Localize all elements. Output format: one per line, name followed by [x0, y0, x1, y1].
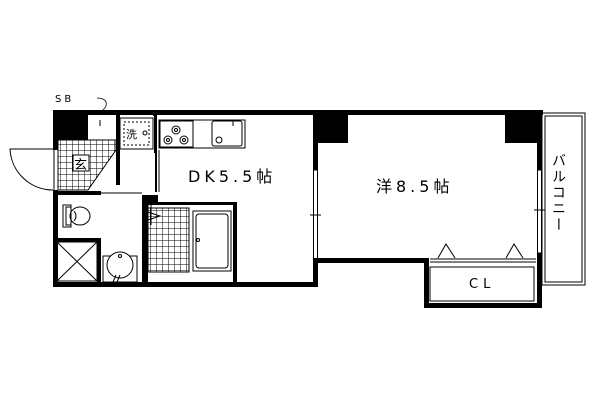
kitchen-counter: [158, 119, 246, 149]
toilet: [62, 204, 91, 228]
entrance-label: 玄: [74, 158, 87, 173]
kitchen-sink: [211, 120, 243, 147]
closet-label: CL: [469, 277, 495, 292]
window-dk: [310, 169, 321, 261]
shower-box: [56, 241, 98, 282]
washer-label: 洗: [126, 128, 137, 141]
entrance-tile: [57, 139, 117, 191]
balcony: [541, 112, 586, 286]
shoe-box-label: SB: [55, 94, 74, 105]
interior-walls: [53, 113, 237, 285]
washer-space: [119, 117, 154, 150]
bathroom: [147, 205, 232, 273]
closet-doors[interactable]: [429, 243, 536, 302]
washbasin: [102, 251, 138, 283]
balcony-label: バルコニー: [550, 153, 566, 233]
shoe-box: [88, 97, 116, 143]
window-bedroom: [534, 169, 545, 254]
outer-walls: [53, 110, 543, 308]
dk-room-label: DK5.5帖: [188, 167, 276, 186]
entrance-door[interactable]: [9, 148, 55, 191]
western-room-label: 洋8.5帖: [376, 177, 453, 196]
